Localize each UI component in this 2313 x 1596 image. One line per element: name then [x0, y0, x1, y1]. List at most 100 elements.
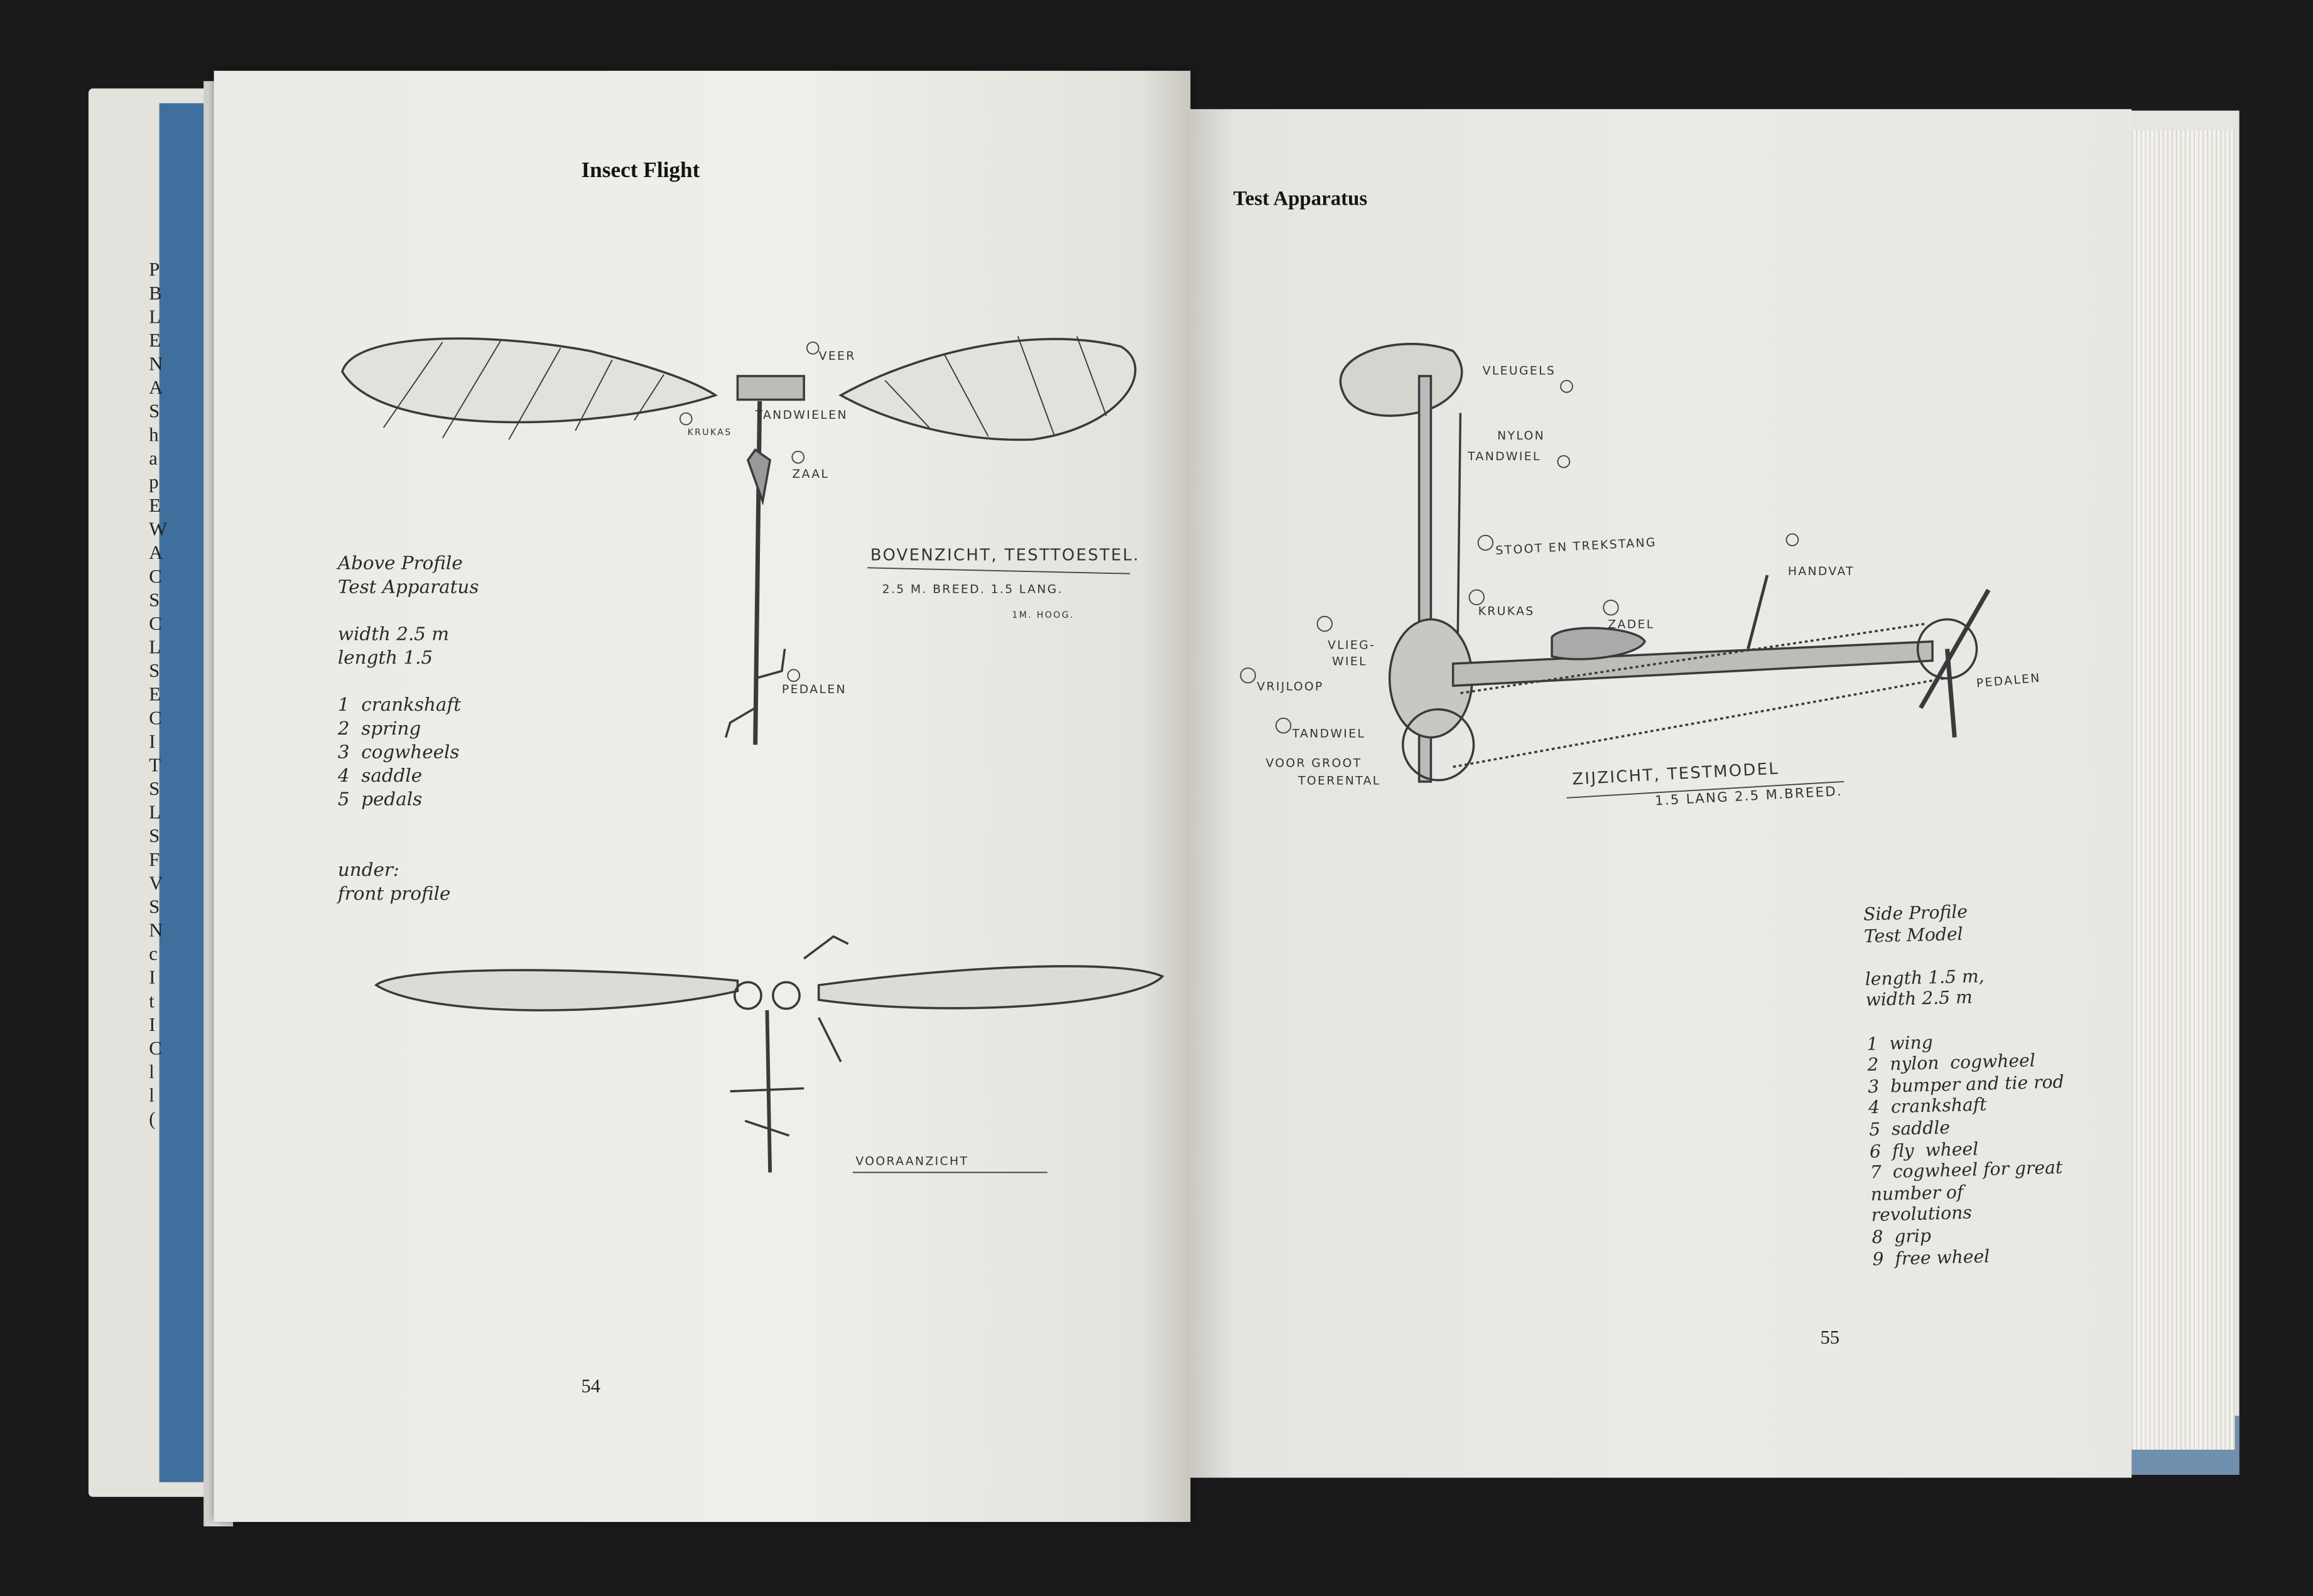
circle-7 [1275, 717, 1292, 734]
saddle-shape [746, 448, 772, 506]
page-stack-right [2124, 129, 2235, 1450]
caption-underline [867, 567, 1130, 574]
right-wing-front [817, 965, 1164, 1010]
right-wing-top [838, 338, 1137, 441]
edge-letter: I [149, 966, 156, 988]
circle-2 [1557, 455, 1571, 468]
edge-letter: P [149, 258, 160, 281]
description-line: length 1.5 [337, 645, 433, 669]
circle-3 [1477, 534, 1494, 551]
edge-letter: S [149, 895, 160, 918]
label-stoot-en-trekstang: STOOT EN TREKSTANG [1495, 536, 1657, 558]
caption-bovenzicht: BOVENZICHT, TESTTOESTEL. [870, 546, 1140, 565]
grip-rod [1747, 574, 1769, 650]
circle-5 [1603, 600, 1619, 616]
side-view-sketch [1340, 343, 1991, 783]
wing-blob [1340, 343, 1463, 417]
crank-mechanism [736, 375, 805, 401]
right-page-number: 55 [1820, 1325, 1840, 1348]
edge-letter: h [149, 423, 159, 446]
tie-rod [1456, 412, 1462, 664]
label-zadel: ZADEL [1608, 618, 1654, 632]
caption-vooraanzicht: VOORAANZICHT [855, 1155, 968, 1168]
label-vlieg: VLIEG- [1328, 639, 1375, 652]
circle-5-left [787, 669, 801, 682]
edge-letter: L [149, 305, 161, 328]
label-pedalen: PEDALEN [782, 683, 847, 696]
edge-letter: A [149, 375, 163, 399]
label-vleugels: VLEUGELS [1483, 365, 1556, 378]
pedal-cogwheel [1916, 618, 1978, 680]
description-line: under: [337, 858, 399, 881]
edge-letter: S [149, 659, 160, 682]
label-vrijloop: VRIJLOOP [1257, 680, 1323, 693]
left-wing-veins [382, 338, 664, 440]
description-line: width 2.5 m [337, 622, 450, 645]
left-wing-top [341, 337, 718, 424]
left-page-number: 54 [581, 1374, 601, 1397]
description-line: 4 saddle [337, 763, 423, 786]
top-view-sketch [341, 336, 1137, 745]
edge-letter: N [149, 919, 163, 941]
front-pedals [730, 1087, 804, 1137]
edge-letter: C [149, 706, 162, 729]
label-nylon: NYLON [1497, 429, 1545, 443]
horizontal-beam [1451, 640, 1934, 687]
label-zaal: ZAAL [792, 468, 829, 481]
circle-1 [1560, 380, 1573, 393]
edge-letter: L [149, 801, 161, 823]
left-wing-front [374, 969, 739, 1011]
edge-letter: ( [149, 1108, 156, 1130]
edge-letter: C [149, 1037, 162, 1059]
edge-letter: l [149, 1084, 154, 1106]
edge-letter: c [149, 942, 158, 965]
circle-6 [1316, 615, 1333, 632]
edge-letter: a [149, 446, 158, 469]
caption-underline [1566, 780, 1844, 799]
chains [1453, 622, 1945, 768]
caption-height: 1M. HOOG. [1012, 610, 1074, 620]
edge-letter: T [149, 753, 161, 776]
left-page-heading: Insect Flight [581, 159, 700, 183]
label-handvat: HANDVAT [1788, 565, 1855, 578]
left-page [214, 70, 1191, 1523]
edge-letter: S [149, 824, 160, 847]
description-line: Above Profile [337, 551, 463, 574]
circle-9 [1240, 667, 1256, 684]
label-tandwiel-7: TANDWIEL [1292, 727, 1366, 740]
label-veer: VEER [819, 350, 856, 363]
circle-8 [1785, 533, 1799, 547]
description-line: front profile [337, 882, 451, 904]
edge-letter: E [149, 328, 161, 352]
edge-letter: I [149, 730, 156, 752]
edge-letter: C [149, 564, 162, 587]
edge-letter: l [149, 1060, 154, 1083]
right-cog [772, 981, 801, 1010]
front-view-sketch [374, 935, 1164, 1173]
pedal-crank [724, 649, 786, 738]
description-line: 3 cogwheels [337, 740, 460, 763]
label-tandwielen: TANDWIELEN [755, 409, 848, 422]
label-krukas: KRUKAS [688, 428, 732, 438]
description-line: 2 spring [337, 716, 421, 739]
edge-letter: W [149, 517, 168, 540]
edge-letter: C [149, 612, 162, 635]
edge-letter: p [149, 470, 159, 493]
right-page-heading: Test Apparatus [1233, 188, 1368, 211]
label-krukas: KRUKAS [1478, 605, 1535, 618]
pedal-cranks [1919, 588, 1991, 738]
right-page [1187, 109, 2132, 1478]
edge-letter: S [149, 399, 160, 422]
circle-2-left [806, 342, 820, 355]
edge-letter: I [149, 1013, 156, 1035]
caption-dimensions: 2.5 M. BREED. 1.5 LANG. [882, 583, 1063, 596]
edge-letter: E [149, 493, 161, 517]
edge-letter: E [149, 682, 161, 705]
edge-letter: t [149, 989, 154, 1012]
edge-letter: V [149, 871, 163, 894]
description-line: 5 pedals [337, 787, 423, 810]
